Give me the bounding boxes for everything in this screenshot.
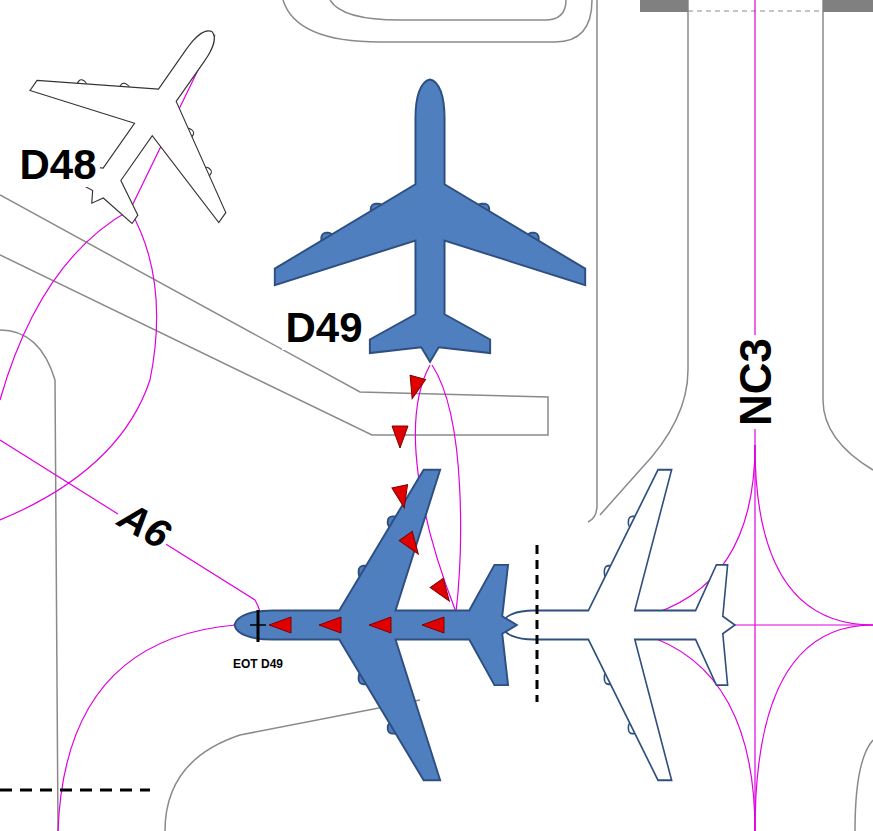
dashed-line <box>0 789 150 792</box>
aircraft-pushed-back <box>235 470 517 780</box>
eot-marker <box>250 624 266 626</box>
eot-marker <box>257 610 260 642</box>
aircraft-on-stand <box>275 79 585 361</box>
taxiway-label: A6 <box>110 493 180 558</box>
stop-line <box>536 545 539 702</box>
stand-label: D48 <box>16 143 99 187</box>
hold-bar <box>823 0 873 12</box>
aircraft-outline <box>502 470 735 780</box>
hold-bar <box>640 0 688 12</box>
parked-aircraft-outline <box>0 0 306 269</box>
pushback-arrows <box>269 375 456 633</box>
marker-label: EOT D49 <box>230 657 286 671</box>
taxiway-label: NC3 <box>733 335 779 429</box>
stand-label: D49 <box>282 306 365 350</box>
